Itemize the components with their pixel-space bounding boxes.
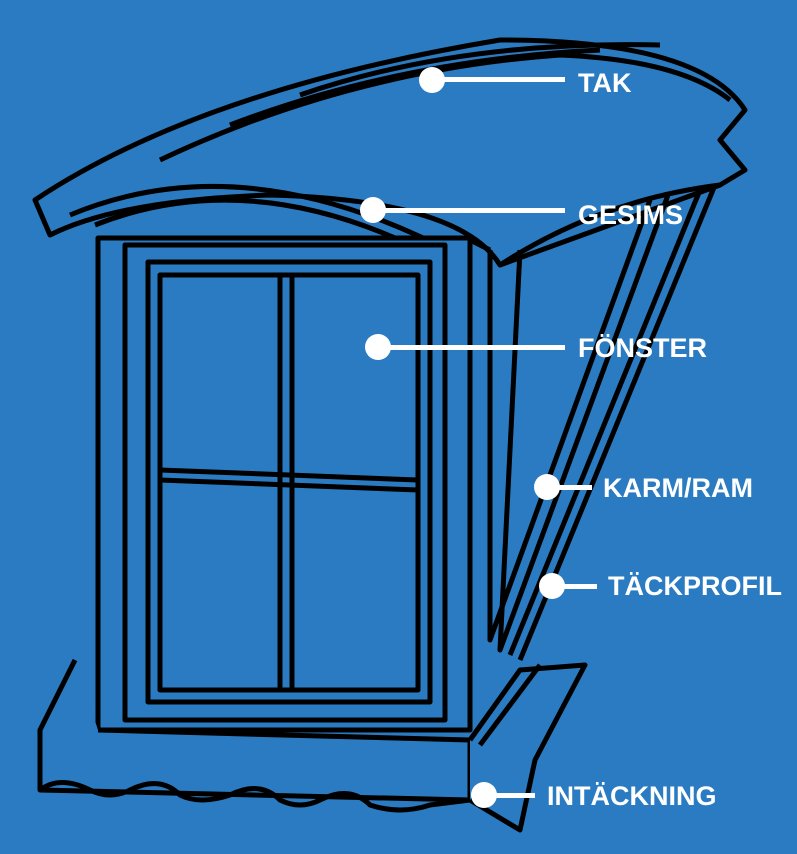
label-gesims: GESIMS: [578, 200, 684, 230]
roof: [32, 37, 748, 268]
callout-line: [560, 584, 597, 589]
callout-line: [492, 793, 535, 798]
window-frame: [145, 259, 433, 705]
label-tackprofil: TÄCKPROFIL: [608, 571, 782, 601]
label-intackning: INTÄCKNING: [547, 781, 717, 811]
callout-line: [555, 485, 592, 490]
callout-line: [385, 345, 565, 350]
label-tak: TAK: [578, 68, 632, 98]
base-flashing: [37, 658, 473, 803]
label-karm-ram: KARM/RAM: [603, 473, 753, 503]
label-fonster: FÖNSTER: [578, 333, 708, 363]
callout-line: [440, 77, 565, 82]
callout-line: [380, 208, 565, 213]
